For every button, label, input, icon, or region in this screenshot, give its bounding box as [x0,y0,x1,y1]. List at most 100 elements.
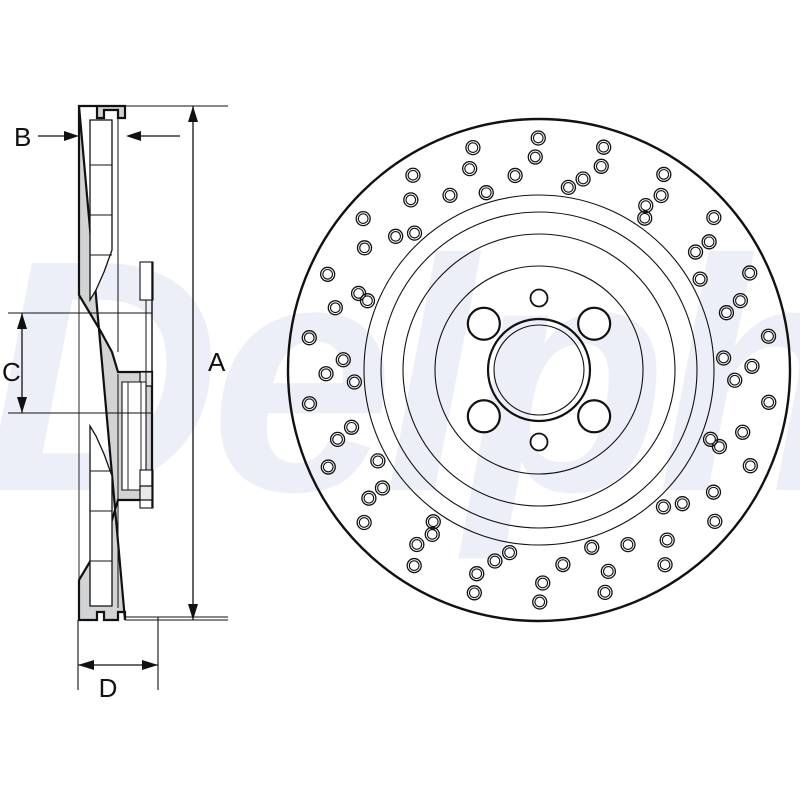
drilled-hole-outer [535,575,551,591]
dimension-A: A [125,105,228,621]
ring-centre-bore-inner [493,324,585,416]
drilled-hole-outer [637,210,653,226]
drilled-hole-inner [763,396,775,408]
drilled-hole-inner [694,273,706,285]
drilled-hole-inner [353,288,364,299]
dimension-B: B [14,105,180,152]
drilled-hole-inner [595,160,607,172]
drilled-hole-inner [599,587,611,598]
ring-outer-edge [286,117,792,623]
drilled-hole-outer [355,210,371,227]
vent-rib-upper [90,164,112,256]
drilled-hole-inner [705,433,716,445]
drilled-hole-inner [329,302,341,314]
drilled-hole-outer [361,490,377,506]
drilled-hole-outer [620,536,636,553]
drilled-hole-outer [335,352,351,368]
drilled-hole-inner [377,482,388,494]
drilled-hole-outer [653,187,669,204]
drilled-hole-inner [746,360,758,372]
drilled-hole-inner [411,539,423,550]
drilled-hole-outer [465,139,481,156]
drilled-hole-outer [593,158,609,174]
drilled-hole-inner [362,295,373,307]
drilled-hole-outer [406,225,423,241]
drilled-hole-outer [507,167,523,184]
drilled-hole-outer [532,594,548,610]
drilled-hole-inner [529,151,541,163]
cross-section-view [77,104,154,622]
drilled-hole-inner [480,187,492,199]
concentric-rings [286,117,792,623]
drilled-hole-outer [600,563,616,580]
drilled-hole-outer [560,179,577,196]
drilled-hole-outer [530,130,546,146]
drilled-hole-inner [358,517,370,528]
drilled-hole-outer [735,424,751,440]
drilled-hole-inner [735,295,746,307]
drilled-hole-inner [714,441,725,452]
ring-hat-transition-outer [380,211,698,529]
drilled-hole-outer [692,271,708,287]
dimension-D: D [77,616,228,703]
drilled-hole-inner [409,227,420,239]
drilled-hole-outer [715,350,732,366]
drilled-hole-inner [332,434,343,445]
dimension-label-a: A [208,347,226,377]
drilled-hole-inner [708,486,719,498]
drilled-hole-inner [426,529,438,540]
drilled-hole-inner [504,547,515,559]
drilled-hole-inner [563,182,574,193]
drilled-hole-inner [322,461,334,473]
dimension-label-d: D [99,673,118,703]
dim-a-arrow-bottom [188,604,198,620]
drilled-hole-inner [639,212,651,224]
drilled-hole-inner [390,230,402,242]
drilled-hole-inner [658,169,670,180]
drilled-hole-inner [655,190,667,201]
drilled-hole-outer [346,374,363,390]
ring-hat-transition-inner [402,233,676,507]
drilled-hole-outer [702,431,719,447]
dim-b-arrow-right [126,131,141,141]
drilled-hole-inner [744,460,756,472]
dim-d-arrow-left [78,660,94,670]
drilled-hole-outer [656,166,672,183]
drilled-hole-outer [718,305,735,321]
drilled-hole-outer [706,209,722,226]
drilled-hole-inner [427,516,439,528]
register-step-upper [139,261,154,301]
drilled-hole-outer [301,396,318,412]
drilled-hole-inner [357,213,369,224]
drilled-hole-outer [425,514,441,530]
drilled-hole-inner [763,330,774,342]
drilled-hole-inner [464,163,476,174]
drilled-hole-inner [586,541,598,553]
drilled-hole-outer [657,557,673,573]
dim-c-arrow-top [17,313,27,329]
drilled-hole-inner [708,212,720,223]
drilled-hole-inner [320,368,332,380]
drilled-hole-outer [374,480,391,496]
drilled-hole-inner [372,455,384,467]
drilled-hole-outer [742,458,758,474]
drilled-hole-outer [674,496,690,512]
brake-disc-face-view [286,117,792,623]
drilled-hole-inner [468,587,480,599]
bolt-hole [577,399,612,434]
drilled-hole-inner [602,566,614,577]
drilled-hole-inner [322,268,334,280]
drilled-hole-inner [729,374,741,386]
drilled-hole-inner [471,568,483,580]
drilled-hole-outer [329,431,346,448]
ring-centre-bore-outer [486,317,592,423]
drilled-hole-outer [406,557,422,574]
drilled-hole-inner [577,173,589,185]
drilled-hole-outer [442,187,458,204]
drilled-hole-outer [687,244,704,260]
drilled-hole-outer [359,293,376,309]
dim-c-arrow-bottom [17,397,27,413]
drilled-hole-inner [359,242,370,254]
drilled-hole-outer [555,556,571,573]
